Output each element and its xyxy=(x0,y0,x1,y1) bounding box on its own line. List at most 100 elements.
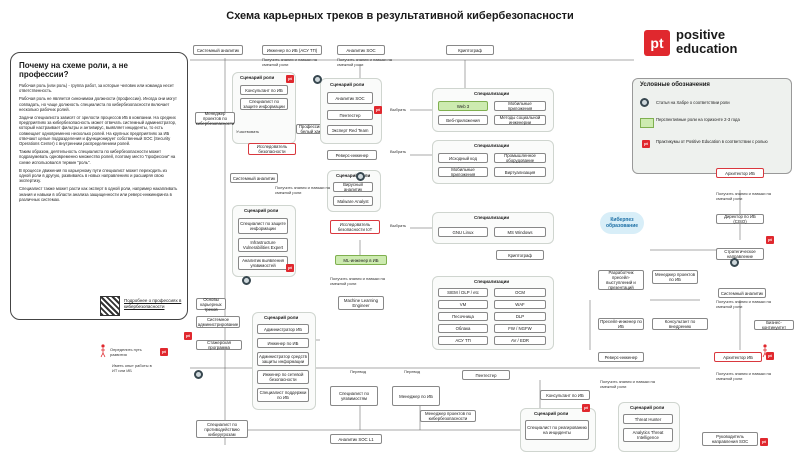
cryptograph-top-box[interactable]: Криптограф xyxy=(446,45,494,55)
whitehat-bottom-box[interactable]: Специалист по противодействию киберугроз… xyxy=(196,420,248,438)
manager-incidents-bottom-box[interactable]: Менеджер проектов по кибербезопасности xyxy=(420,410,476,422)
av-edr-box[interactable]: AV / EDR xyxy=(494,336,546,345)
vuln-spec-box[interactable]: Специалист по уязвимостям xyxy=(330,386,378,406)
engineer-net-box[interactable]: Инженер по сетевой безопасности xyxy=(257,370,309,384)
reverse-engineer-bottom-box[interactable]: Реверс-инженер xyxy=(598,352,644,362)
engineer-ib-box[interactable]: Инженер по ИБ xyxy=(257,338,309,348)
pentester-box[interactable]: Пентестер xyxy=(327,110,373,120)
red-team-box[interactable]: Эксперт Red Team xyxy=(327,125,373,135)
note-paragraph: Таким образом, деятельность специалиста … xyxy=(19,149,176,165)
architect-ib-top-box[interactable]: Архитектор ИБ xyxy=(716,168,764,178)
qr-code[interactable] xyxy=(100,296,120,316)
group-title: Сценарий роли xyxy=(534,411,569,416)
cryptograph-mid-box[interactable]: Криптограф xyxy=(496,250,544,260)
bizcon-box[interactable]: Бизнес-континуитет xyxy=(754,320,794,330)
legend-green-swatch xyxy=(640,118,654,128)
specialist-protection-box[interactable]: Специалист по защите информации xyxy=(240,98,288,110)
knowledge-label: Получить знания и навыки на смежной роли xyxy=(337,57,392,67)
habr-article-icon[interactable] xyxy=(356,172,365,181)
manager-incidents-box[interactable]: Менеджер проектов по кибербезопасности xyxy=(195,110,235,126)
ms-windows-box[interactable]: MS Windows xyxy=(494,227,546,237)
soc-head-box[interactable]: Руководитель направления SOC xyxy=(702,432,758,446)
habr-article-icon[interactable] xyxy=(194,370,203,379)
pt-icon: pt xyxy=(184,332,192,340)
fw-box[interactable]: FW / NGFW xyxy=(494,324,546,333)
admin-ib-box[interactable]: Администратор ИБ xyxy=(257,324,309,334)
sysanalyst-right-box[interactable]: Системный аналитик xyxy=(718,288,766,298)
habr-article-icon[interactable] xyxy=(313,75,322,84)
sysanalyst-mid-box[interactable]: Системный аналитик xyxy=(230,173,278,183)
determine-label: Определить путь развития xyxy=(110,347,142,357)
sandbox-box[interactable]: Песочница xyxy=(438,312,488,321)
analyst-soc-top-box[interactable]: Аналитик SOC xyxy=(337,45,385,55)
strategy-box[interactable]: Стратегическое направление xyxy=(716,248,764,260)
intern-box[interactable]: Стажерская программа xyxy=(196,340,242,350)
infrastructure-box[interactable]: Infrastructure Vulnerabilities Expert xyxy=(238,238,288,252)
pt-icon: pt xyxy=(642,140,650,148)
dev-presale-box[interactable]: Разработчик пресейл-выступлений и презен… xyxy=(598,270,644,290)
waf-box[interactable]: WAF xyxy=(494,300,546,309)
engineer-iis-box[interactable]: Инженер по ИБ (АСУ ТП) xyxy=(262,45,322,55)
experience-label: Иметь опыт работы в ИТ или ИБ xyxy=(112,363,152,373)
group-title: Сценарий роли xyxy=(330,82,365,87)
social-engineering-box[interactable]: Методы социальной инженерии xyxy=(494,115,546,125)
group-title: Сценарий роли xyxy=(264,315,299,320)
sysanalyst-top-box[interactable]: Системный аналитик xyxy=(193,45,243,55)
group-title: Специализации xyxy=(474,91,510,96)
threat-intel-box[interactable]: Analytics Threat Intelligence xyxy=(623,428,673,442)
ocm-box[interactable]: OCM xyxy=(494,288,546,297)
pentester-mid-box[interactable]: Специалист по защите информации xyxy=(238,218,288,234)
gnu-linux-box[interactable]: GNU Linux xyxy=(438,227,488,237)
habr-article-icon[interactable] xyxy=(242,276,251,285)
virtualization-box[interactable]: Виртуализация xyxy=(494,167,546,177)
vuln-analyst-box[interactable]: Аналитик выявления уязвимостей xyxy=(238,256,288,270)
ml-engineer-box[interactable]: ML-инженер в ИБ xyxy=(335,255,387,265)
habr-article-icon[interactable] xyxy=(730,258,739,267)
pt-icon: pt xyxy=(374,106,382,114)
siem-box[interactable]: SIEM / DLP / etc xyxy=(438,288,488,297)
pt-icon: pt xyxy=(286,264,294,272)
consult-arch-box[interactable]: Консультант по внедрению xyxy=(652,318,708,330)
malware-analyst-box[interactable]: Вирусный аналитик xyxy=(333,182,373,192)
vm-box[interactable]: VM xyxy=(438,300,488,309)
pentester-bottom-box[interactable]: Пентестер xyxy=(462,370,510,380)
acs-tp-box[interactable]: АСУ ТП xyxy=(438,336,488,345)
note-paragraph: Рабочая роль не является синонимом должн… xyxy=(19,96,177,112)
threat-researcher-box[interactable]: Исследователь безопасности IoT xyxy=(330,220,380,234)
director-ib-box[interactable]: Директор по ИБ (CISO) xyxy=(716,214,764,224)
cyber-education-cloud: Киберпез образование xyxy=(600,212,644,234)
researcher-box[interactable]: Исследователь безопасности xyxy=(248,143,296,155)
note-footer-link[interactable]: Подробнее о профессиях в кибербезопаснос… xyxy=(124,298,182,309)
malware-analyst-en-box[interactable]: Malware Analyst xyxy=(333,196,373,206)
industrial-box[interactable]: Промышленное оборудование xyxy=(494,153,546,163)
cloud-box[interactable]: Облака xyxy=(438,324,488,333)
pt-icon: pt xyxy=(760,438,768,446)
note-paragraph: Специалист также может расти как эксперт… xyxy=(19,186,178,202)
mobile-apps-2-box[interactable]: Мобильные приложения xyxy=(438,167,488,177)
web3-box[interactable]: Web 3 xyxy=(438,101,488,111)
admin-means-box[interactable]: Администратор средств защиты информации xyxy=(257,352,309,366)
ml-engineer-en-box[interactable]: Machine Learning Engineer xyxy=(338,296,384,310)
sec-manager-box[interactable]: Менеджер по ИБ xyxy=(392,386,440,406)
specialist-support-box[interactable]: Специалист поддержки по ИБ xyxy=(257,388,309,402)
incident-response-box[interactable]: Специалист по реагированию на инциденты xyxy=(525,420,589,440)
consultant-ib-bottom-box[interactable]: Консультант по ИБ xyxy=(540,390,590,400)
web-apps-box[interactable]: Веб-приложения xyxy=(438,115,488,125)
person-icon xyxy=(762,344,768,358)
analyst-soc-box[interactable]: Аналитик SOC xyxy=(327,92,373,104)
architect-ib-box[interactable]: Архитектор ИБ xyxy=(714,352,762,362)
source-code-box[interactable]: Исходный код xyxy=(438,153,488,163)
consultant-ib-box[interactable]: Консультант по ИБ xyxy=(240,85,288,95)
brand-line-1: positive xyxy=(676,27,726,42)
manager-proj-box[interactable]: Менеджер проектов по ИБ xyxy=(652,270,698,284)
threat-hunter-box[interactable]: Threat Hunter xyxy=(623,414,673,424)
analyst-soc-l1-box[interactable]: Аналитик SOC L1 xyxy=(330,434,382,444)
careers-basics-box[interactable]: Основы карьерных треков xyxy=(196,297,226,312)
dlp-box[interactable]: DLP xyxy=(494,312,546,321)
it-experience-label: Иметь опыт работы в ИТ или ИБ xyxy=(112,363,156,374)
sysadmin-box[interactable]: Системное администрирование xyxy=(196,316,240,328)
transfer-label: Перевод xyxy=(350,369,367,374)
presale-box[interactable]: Пресейл-инженер по ИБ xyxy=(598,318,644,330)
mobile-apps-box[interactable]: Мобильные приложения xyxy=(494,101,546,111)
reverse-engineer-box[interactable]: Реверс-инженер xyxy=(327,150,377,160)
